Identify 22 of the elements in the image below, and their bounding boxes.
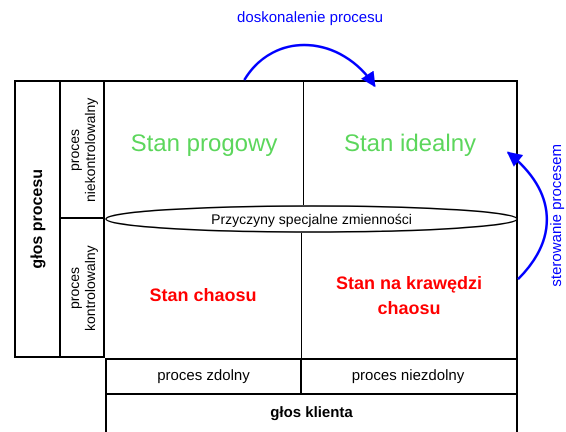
column-header: [300, 358, 518, 395]
column-header: [105, 393, 518, 432]
cell-label: Stan idealny: [344, 128, 476, 158]
cell-label: proces kontrolowalny: [66, 244, 98, 332]
cell-label: proces niekontrolowalny: [66, 96, 98, 204]
row-header: [14, 80, 61, 358]
cell-label: głos klienta: [270, 403, 353, 424]
edge-label: sterowanie procesem: [547, 144, 566, 286]
cell-label: Stan chaosu: [149, 284, 257, 307]
cell-label: proces niezdolny: [352, 366, 464, 386]
cell-label: głos procesu: [28, 169, 46, 269]
curved-arrow: [506, 152, 548, 280]
column-header: [105, 358, 302, 395]
curved-arrow: [243, 44, 376, 88]
edge-label: doskonalenie procesu: [237, 8, 383, 28]
cause-label: Przyczyny specjalne zmienności: [211, 210, 412, 229]
cell-label: Stan progowy: [130, 128, 278, 158]
row-header: [61, 219, 105, 358]
cell-label: Stan na krawędzi chaosu: [334, 272, 484, 320]
cell-label: proces zdolny: [157, 366, 250, 386]
row-header: [61, 80, 105, 219]
ellipse: [105, 205, 518, 233]
